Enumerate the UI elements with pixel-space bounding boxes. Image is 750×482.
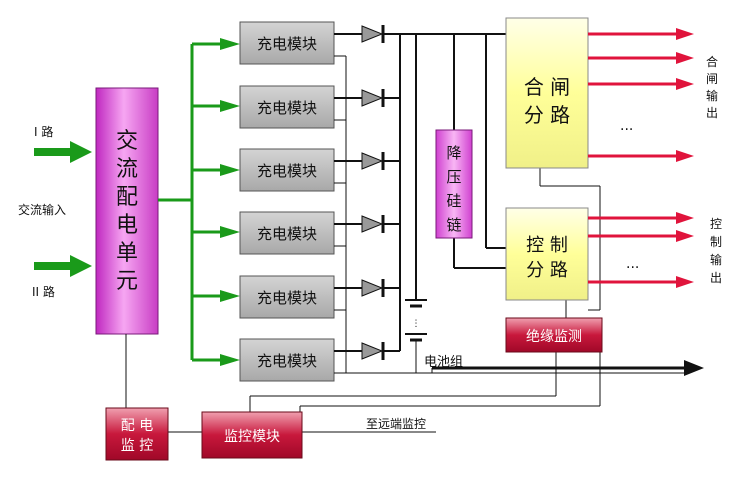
closing-branch-line-1: 合 闸 xyxy=(524,75,570,99)
closing-branch-line-2: 分 路 xyxy=(524,103,570,127)
ac-dist-char-1: 交 xyxy=(116,129,138,154)
dropping-char-4: 链 xyxy=(446,216,461,234)
closing-output-char-2: 闸 xyxy=(706,72,718,86)
diode-3 xyxy=(361,152,385,170)
closing-output-char-3: 输 xyxy=(706,88,718,103)
battery-dots: ⋮ xyxy=(412,319,421,329)
charging-module-2: 充电模块 xyxy=(239,85,335,129)
green-bus-arrowheads xyxy=(220,38,240,366)
monitor-module-box: 监控模块 xyxy=(201,411,303,459)
insulation-monitor-box: 绝缘监测 xyxy=(505,317,603,353)
closing-branch-box: 合 闸 分 路 xyxy=(505,17,589,169)
battery-bank: ⋮ 电池组 xyxy=(405,299,463,370)
ac-dist-char-2: 流 xyxy=(116,157,138,182)
closing-output-char-1: 合 xyxy=(706,54,718,69)
diode-2 xyxy=(361,89,385,107)
negative-bus xyxy=(125,168,690,433)
charging-module-2-label: 充电模块 xyxy=(257,99,317,117)
module-negative-wires xyxy=(334,55,347,374)
input-line-2-label: II 路 xyxy=(32,284,55,299)
charging-module-3-label: 充电模块 xyxy=(257,162,317,180)
control-output-label: 控 制 输 出 xyxy=(710,217,722,285)
input-arrow-1 xyxy=(34,141,92,163)
power-monitor-line-1: 配 电 xyxy=(121,418,153,434)
control-branch-line-2: 分 路 xyxy=(526,260,568,281)
closing-output-arrows xyxy=(588,28,694,162)
remote-monitor-label: 至远端监控 xyxy=(366,417,426,431)
dropping-char-3: 硅 xyxy=(446,192,461,210)
input-line-1-label: I 路 xyxy=(34,124,53,139)
ac-dist-char-4: 电 xyxy=(116,213,138,238)
control-output-char-3: 输 xyxy=(710,252,722,267)
charging-module-4-label: 充电模块 xyxy=(257,225,317,243)
green-distribution-bus xyxy=(158,42,222,362)
charging-module-1: 充电模块 xyxy=(239,21,335,65)
charging-module-6-label: 充电模块 xyxy=(257,352,317,370)
module-output-wires xyxy=(334,33,362,352)
ac-dist-char-3: 配 xyxy=(116,185,138,210)
control-branch-box: 控 制 分 路 xyxy=(505,207,589,301)
closing-output-char-4: 出 xyxy=(706,106,718,120)
input-arrow-2 xyxy=(34,255,92,277)
ac-dist-char-6: 元 xyxy=(116,269,138,294)
dropping-char-1: 降 xyxy=(446,144,461,162)
control-output-char-2: 制 xyxy=(710,235,722,249)
control-output-arrows xyxy=(588,212,694,288)
ac-input-label: 交流输入 xyxy=(18,202,66,217)
control-output-char-1: 控 xyxy=(710,217,722,231)
closing-output-label: 合 闸 输 出 xyxy=(706,54,718,120)
charging-module-3: 充电模块 xyxy=(239,148,335,192)
dropping-char-2: 压 xyxy=(446,168,461,186)
charging-module-1-label: 充电模块 xyxy=(257,35,317,53)
main-output-arrow xyxy=(432,360,704,376)
ac-distribution-unit: 交 流 配 电 单 元 xyxy=(95,87,159,335)
closing-ellipsis: ··· xyxy=(620,122,633,138)
positive-bus xyxy=(384,33,506,352)
control-branch-line-1: 控 制 xyxy=(526,235,568,256)
diode-4 xyxy=(361,215,385,233)
monitor-module-label: 监控模块 xyxy=(224,429,280,445)
insulation-monitor-label: 绝缘监测 xyxy=(526,329,582,345)
ac-input-group: I 路 交流输入 II 路 xyxy=(18,124,92,299)
ac-dist-char-5: 单 xyxy=(116,241,138,266)
diode-1 xyxy=(361,25,385,43)
control-output-char-4: 出 xyxy=(710,271,722,285)
diode-5 xyxy=(361,279,385,297)
diode-6 xyxy=(361,342,385,360)
power-monitor-line-2: 监 控 xyxy=(121,438,153,454)
charging-module-5: 充电模块 xyxy=(239,275,335,319)
control-ellipsis: ··· xyxy=(626,260,639,276)
dropping-diode-chain: 降 压 硅 链 xyxy=(435,129,473,239)
charging-module-6: 充电模块 xyxy=(239,338,335,382)
charging-module-4: 充电模块 xyxy=(239,211,335,255)
battery-label: 电池组 xyxy=(424,355,463,370)
charging-module-5-label: 充电模块 xyxy=(257,289,317,307)
power-monitor-box: 配 电 监 控 xyxy=(105,407,169,461)
